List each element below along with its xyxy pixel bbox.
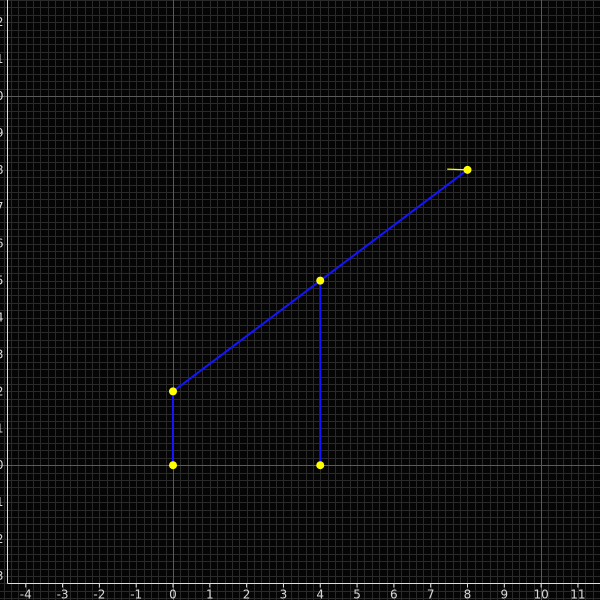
y-tick-label: 4: [0, 311, 4, 325]
x-tick-label: 5: [353, 588, 361, 600]
y-tick-label: 2: [0, 384, 4, 398]
y-tick-label: -3: [0, 569, 4, 583]
y-tick-label: 3: [0, 347, 4, 361]
data-point[interactable]: [316, 276, 325, 285]
y-tick-label: 5: [0, 274, 4, 288]
y-tick-label: 10: [0, 89, 4, 103]
y-tick-label: -2: [0, 532, 4, 546]
x-tick-label: 7: [427, 588, 435, 600]
data-point[interactable]: [169, 387, 178, 396]
x-tick-label: 3: [280, 588, 288, 600]
x-tick-label: 0: [169, 588, 177, 600]
y-tick-label: 8: [0, 163, 4, 177]
x-tick-label: -3: [57, 588, 69, 600]
x-axis-tick-labels: -4 -3 -2 -1 0 1 2 3 4 5 6 7 8 9 10 11: [20, 583, 586, 600]
y-tick-label: 1: [0, 421, 4, 435]
y-tick-label: 9: [0, 126, 4, 140]
y-tick-label: 0: [0, 458, 4, 472]
x-tick-label: 9: [500, 588, 508, 600]
data-point[interactable]: [316, 461, 325, 470]
data-points: [169, 165, 472, 470]
y-tick-label: 6: [0, 237, 4, 251]
x-tick-label: 4: [316, 588, 324, 600]
y-tick-label: 7: [0, 200, 4, 214]
y-tick-label: -1: [0, 495, 4, 509]
x-tick-label: 10: [533, 588, 548, 600]
x-tick-label: 11: [570, 588, 585, 600]
y-axis-tick-labels: -3-2-10123456789101112: [0, 15, 4, 583]
x-tick-label: -1: [130, 588, 142, 600]
x-tick-label: 2: [243, 588, 251, 600]
data-point[interactable]: [169, 461, 178, 470]
y-tick-label: 11: [0, 52, 4, 66]
x-tick-label: 6: [390, 588, 398, 600]
data-point[interactable]: [463, 165, 472, 174]
x-tick-label: 1: [206, 588, 214, 600]
y-tick-label: 12: [0, 15, 4, 29]
x-tick-label: 8: [464, 588, 472, 600]
x-tick-label: -2: [93, 588, 105, 600]
x-tick-label: -4: [20, 588, 32, 600]
